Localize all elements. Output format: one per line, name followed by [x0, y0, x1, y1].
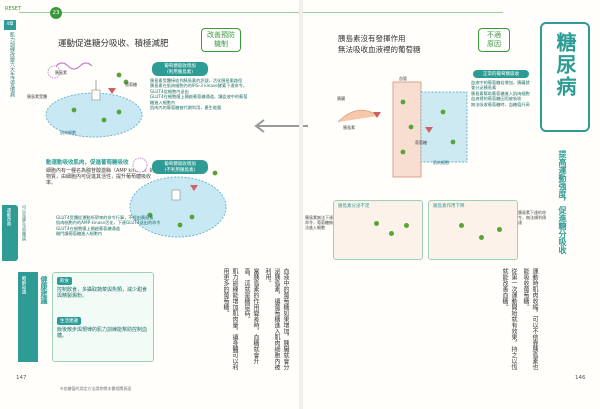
vessel-diagram-svg: [337, 81, 468, 178]
right-note-4: 無法吸收葡萄糖時，血糖值升高: [471, 101, 530, 107]
health-text-2: 飯後散步與規律的肌力訓練能幫助控制血糖。: [57, 327, 148, 340]
bottom-note-3: GLUT4在細胞膜上開啟葡萄糖通道: [56, 225, 120, 231]
right-notes: 血液中的葡萄糖若增加，胰臟就會分泌胰島素 胰島素幫助葡萄糖進入肌肉細胞 血液裡的…: [471, 80, 533, 107]
label-vessel: 血管: [399, 76, 407, 81]
section-title: 肌力訓練改變六大生活習慣病: [9, 32, 15, 97]
health-text-1: 控制飲食，多攝取蔬菜與魚類，減少甜食與精製澱粉。: [57, 287, 148, 300]
panel-a-glucose-3: [404, 223, 409, 228]
sidebar-tab[interactable]: 運動改善: [2, 205, 18, 261]
health-label-1: 飲食: [57, 277, 72, 285]
right-badge: 不適 原因: [478, 28, 510, 52]
top-note-4: 肌肉內的葡萄糖被代謝利用，產生能量: [150, 105, 222, 111]
bottom-note-1: GLUT4受體從運動所帶來的命令行事，不經由胰島素: [56, 215, 154, 220]
panel-b-glucose-3: [497, 227, 502, 232]
subtitle: 提高運動強度，促進糖分吸收: [558, 150, 567, 254]
label-insulin-left: 胰島素: [55, 70, 67, 75]
left-badge-line2: 機制: [214, 40, 228, 48]
right-note-2: 胰島素幫助葡萄糖進入肌肉細胞: [471, 90, 530, 96]
panel-b-note: 胰島素下達的命令，無法順利傳達: [518, 210, 546, 226]
panel-a-glucose-2: [389, 231, 394, 236]
left-badge: 改善預防 機制: [201, 28, 241, 52]
header-rule: [19, 12, 299, 13]
right-page: 胰島素沒有發揮作用 無法吸收血液裡的葡萄糖 不適 原因 胰臟 胰島素 血管 葡萄…: [303, 0, 600, 409]
bottom-cell-svg: [129, 157, 227, 238]
book-gutter: [299, 0, 303, 409]
right-diagram-title: 胰島素沒有發揮作用 無法吸收血液裡的葡萄糖: [338, 33, 458, 55]
title-box: 糖尿病: [540, 22, 590, 132]
bottom-note-2: 肌肉細胞內的AMP kinase活化，下達GLUT4送出的命令: [56, 220, 161, 226]
bottom-pill-line2: (不利用胰島素): [164, 168, 196, 173]
top-cell-diagram: [34, 60, 144, 140]
bottom-pill: 葡萄糖吸收增加 (不利用胰島素): [152, 160, 208, 174]
body-column-1: 血液中的葡萄糖如果增加，胰臟就會分泌胰島素，讓葡萄糖進入肌肉細胞內被利用。: [264, 268, 289, 370]
body-column-5: 從第一次運動開始就有效果，持之以恆就能改善血糖。: [501, 268, 517, 370]
health-box: 飲食 控制飲食，多攝取蔬菜與魚類，減少甜食與精製澱粉。 生活建議 飯後散步與規律…: [52, 272, 154, 362]
health-label-2: 生活建議: [57, 317, 81, 325]
right-title-line1: 胰島素沒有發揮作用: [338, 34, 406, 43]
label-glucose-right: 葡萄糖: [415, 140, 427, 145]
right-title-line2: 無法吸收血液裡的葡萄糖: [338, 45, 421, 54]
panel-a: 胰島素分泌不足: [333, 200, 423, 260]
info-tab: 瞭解知識: [18, 272, 38, 362]
body-column-3: 肌力訓練能增加肌肉量，讓身體可以利用更多的葡萄糖。: [222, 268, 238, 370]
panel-a-note: 胰島素無法下達命令，葡萄糖無法進入細胞: [305, 215, 333, 231]
left-badge-line1: 改善預防: [207, 31, 235, 39]
panel-b: 胰島素作用下降: [428, 200, 518, 260]
bottom-notes: GLUT4受體從運動所帶來的命令行事，不經由胰島素 肌肉細胞內的AMP kina…: [56, 215, 166, 237]
page-circle: 23: [50, 7, 62, 19]
bottom-pill-line1: 葡萄糖吸收增加: [164, 162, 196, 167]
info-title: 健康建議: [40, 276, 48, 304]
right-note-1: 血液中的葡萄糖若增加，胰臟就會分泌胰島素: [471, 80, 530, 91]
info-tab-label: 瞭解知識: [21, 276, 26, 294]
label-cell-right: 肌肉細胞: [433, 160, 449, 165]
right-body-columns: 運動時肌肉收縮，可以不依靠胰島素也能吸收葡萄糖。 從第一次運動開始就有效果，持之…: [339, 268, 539, 376]
top-note-1: 胰島素受體接收到胰島素的訊號，活化胰島素路徑: [150, 78, 243, 83]
main-title: 糖尿病: [553, 32, 577, 98]
panel-b-title: 胰島素作用下降: [433, 204, 465, 209]
panel-a-title: 胰島素分泌不足: [338, 204, 370, 209]
right-badge-line2: 原因: [487, 40, 501, 48]
bottom-note-4: 開門讓葡萄糖進入細胞內: [56, 231, 103, 237]
top-pill: 葡萄糖吸收增加 (利用胰島素): [152, 62, 208, 76]
sidebar-tab-a: 運動改善: [6, 208, 11, 226]
left-diagram-title: 運動促進糖分吸收、積極減肥: [58, 39, 169, 49]
left-body-columns: 血液中的葡萄糖如果增加，胰臟就會分泌胰島素，讓葡萄糖進入肌肉細胞內被利用。 當胰…: [160, 268, 290, 376]
right-pill: 正常的葡萄糖吸收: [473, 70, 529, 78]
side-heading: 動運動吸收肌肉，促進葡萄糖吸收: [46, 160, 129, 166]
label-glucose-left: 葡萄糖: [125, 82, 137, 87]
left-page-number: 147: [16, 375, 27, 381]
panel-b-glucose-2: [479, 235, 484, 240]
label-insulin-right: 胰島素: [343, 125, 355, 130]
top-note-3: GLUT4在細胞膜上開啟葡萄糖通道，讓血液中的葡萄糖進入細胞內: [150, 94, 248, 105]
side-text: 細胞內有一種名為腺苷酸激酶（AMP kinase）的物質，由細胞內可促進其活性，…: [46, 168, 155, 187]
panel-b-glucose-1: [459, 223, 464, 228]
label-receptor-left: 胰島素受體: [27, 94, 47, 99]
left-page: RESET 23 4章 肌力訓練改變六大生活習慣病 運動改善 可以克服生活習慣病…: [0, 0, 308, 409]
section-badge: 4章: [4, 20, 16, 30]
sidebar-tab-b: 可以克服生活習慣病: [22, 205, 27, 241]
body-column-4: 運動時肌肉收縮，可以不依靠胰島素也能吸收葡萄糖。: [522, 268, 538, 370]
footnote: ※血糖值的測定方法請參閱本書相關頁面: [60, 386, 132, 391]
label-pancreas: 胰臟: [337, 96, 345, 101]
header-rule-right: [303, 12, 503, 13]
right-page-number: 146: [575, 375, 586, 381]
reset-label: RESET: [5, 6, 22, 12]
bottom-cell-diagram: [120, 155, 230, 245]
top-pill-line2: (利用胰島素): [166, 70, 193, 75]
right-note-3: 血液裡的葡萄糖因而被吸收: [471, 96, 522, 102]
right-badge-line1: 不適: [487, 31, 501, 39]
top-cell-svg: [45, 62, 143, 138]
top-note-2: 胰島素在肌肉細胞內的IRS-3 kinase酵素下達命令，GLUT4從細胞內送出: [150, 83, 248, 94]
top-pill-line1: 葡萄糖吸收增加: [164, 64, 196, 69]
body-column-2: 當胰島素的作用變差時，血糖就會升高，這就是糖尿病。: [243, 268, 259, 364]
top-notes: 胰島素受體接收到胰島素的訊號，活化胰島素路徑 胰島素在肌肉細胞內的IRS-3 k…: [150, 78, 250, 110]
panel-a-glucose-1: [374, 221, 379, 226]
label-muscle-left: 肌肉細胞: [60, 130, 76, 135]
